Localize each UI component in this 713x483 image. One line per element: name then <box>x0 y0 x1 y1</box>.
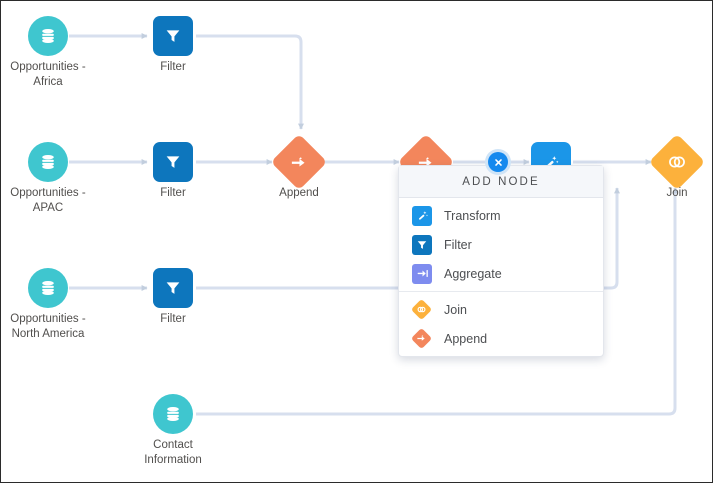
aggregate-icon <box>412 263 432 284</box>
database-icon <box>28 268 68 308</box>
node-label: Append <box>279 187 319 199</box>
database-icon <box>153 394 193 434</box>
add-node-item-filter[interactable]: Filter <box>399 230 603 259</box>
transform-icon <box>412 205 432 226</box>
close-icon[interactable] <box>485 149 511 175</box>
funnel-icon <box>153 16 193 56</box>
node-label: Opportunities - North America <box>10 313 86 340</box>
append-icon <box>270 133 328 191</box>
menu-item-label: Transform <box>444 208 501 223</box>
database-icon <box>28 142 68 182</box>
menu-item-label: Append <box>444 331 488 346</box>
database-icon <box>28 16 68 56</box>
node-label: Filter <box>160 61 186 73</box>
add-node-item-transform[interactable]: Transform <box>399 201 603 230</box>
menu-item-label: Filter <box>444 237 472 252</box>
node-label: Opportunities - APAC <box>10 187 86 214</box>
funnel-icon <box>153 142 193 182</box>
close-button-core <box>488 152 508 172</box>
add-node-item-join[interactable]: Join <box>399 295 603 324</box>
funnel-icon <box>153 268 193 308</box>
filter-icon <box>412 234 432 255</box>
append-icon <box>410 327 433 350</box>
join-circles-icon <box>648 133 706 191</box>
add-node-group-combine: Join Append <box>399 291 603 356</box>
menu-item-label: Join <box>444 302 467 317</box>
add-node-popup[interactable]: ADD NODE Transform Filte <box>398 165 604 357</box>
add-node-item-aggregate[interactable]: Aggregate <box>399 259 603 288</box>
node-label: Join <box>666 187 688 199</box>
node-label: Opportunities - Africa <box>10 61 86 88</box>
add-node-group-primary: Transform Filter Aggre <box>399 198 603 291</box>
add-node-item-append[interactable]: Append <box>399 324 603 353</box>
node-label: Contact Information <box>144 439 202 466</box>
append-icon <box>397 133 455 191</box>
node-label: Filter <box>160 313 186 325</box>
node-label: Filter <box>160 187 186 199</box>
join-icon <box>410 298 433 321</box>
menu-item-label: Aggregate <box>444 266 502 281</box>
